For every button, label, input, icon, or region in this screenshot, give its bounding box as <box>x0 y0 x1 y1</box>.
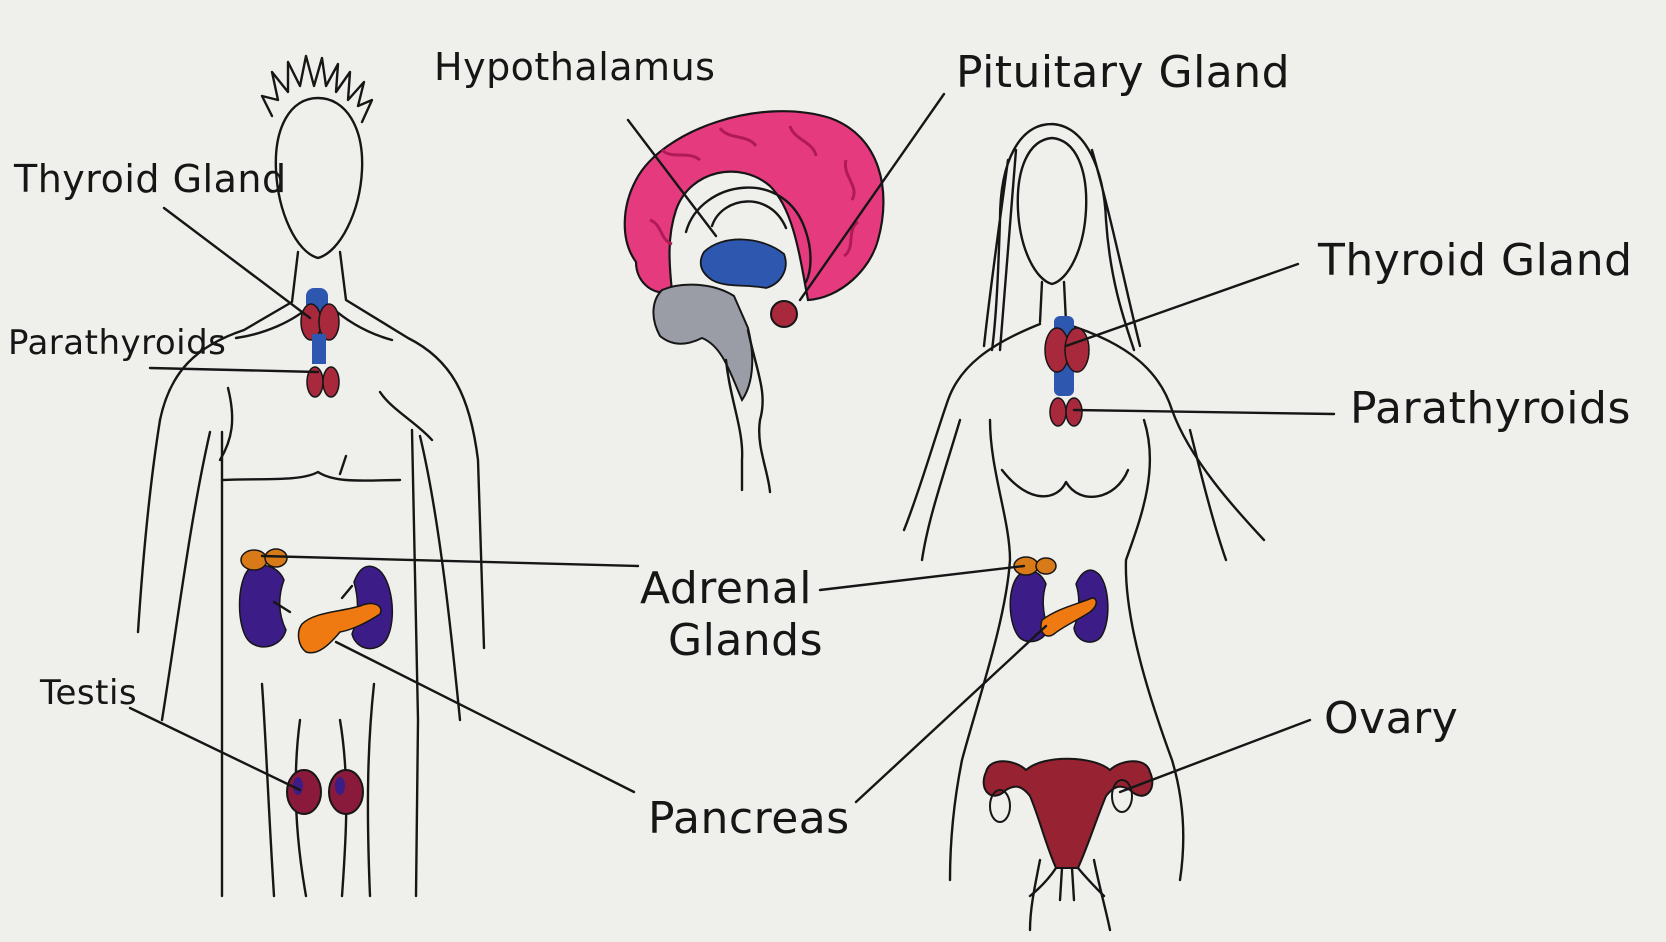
male-neck-right <box>338 250 486 650</box>
male-adrenal-glands <box>240 548 354 614</box>
leader-adrenal-male <box>260 554 640 568</box>
uterus-and-ovaries <box>982 757 1154 902</box>
female-torso-left <box>948 418 1012 882</box>
leader-male-parathyroids <box>148 366 320 374</box>
male-pancreas <box>297 602 382 654</box>
male-chest-right <box>378 390 434 442</box>
brain-cross-section <box>623 110 885 494</box>
female-parathyroids <box>1049 397 1083 427</box>
male-chest-left <box>218 386 234 462</box>
leader-adrenal-female <box>818 564 1026 592</box>
leader-pancreas-female <box>854 624 1048 804</box>
male-chest-line <box>220 470 402 482</box>
female-arm-left <box>920 418 962 562</box>
label-hypothalamus: Hypothalamus <box>434 45 716 89</box>
female-arm-right <box>1188 428 1228 562</box>
male-parathyroids <box>306 334 340 398</box>
leader-lines <box>128 92 1336 804</box>
female-torso-right <box>1124 418 1185 882</box>
pituitary-gland <box>770 300 798 328</box>
male-leg-right <box>366 682 376 898</box>
male-right-outer <box>418 434 462 722</box>
label-pancreas: Pancreas <box>648 793 850 844</box>
female-shoulder-right <box>1064 322 1266 542</box>
male-neck-left <box>158 250 300 422</box>
leader-female-thyroid <box>1064 262 1300 348</box>
male-hair <box>260 54 374 124</box>
male-left-arm <box>136 418 162 634</box>
leader-testis <box>128 706 302 792</box>
label-female-parathyroids: Parathyroids <box>1350 383 1631 434</box>
vagina <box>1028 866 1106 902</box>
male-sternum <box>338 454 348 476</box>
inner-arc <box>710 200 788 230</box>
leader-female-parathyroids <box>1072 408 1336 416</box>
ovary-left <box>989 789 1011 823</box>
label-female-thyroid-gland: Thyroid Gland <box>1318 235 1633 286</box>
label-adrenal-line1: Adrenal <box>640 563 813 614</box>
ovary-right <box>1111 779 1133 813</box>
female-adrenal-glands <box>1013 556 1057 576</box>
leader-male-thyroid <box>162 206 312 320</box>
female-thyroid-gland <box>1044 316 1090 396</box>
male-leg-left <box>260 682 276 898</box>
female-chest <box>1000 468 1130 498</box>
label-ovary: Ovary <box>1324 693 1459 744</box>
cerebrum <box>623 110 885 302</box>
male-right-inner <box>410 428 420 898</box>
female-legs <box>1028 858 1112 932</box>
brainstem <box>652 283 754 403</box>
leader-hypothalamus <box>626 118 718 238</box>
spinal-cord <box>724 328 772 494</box>
leader-pancreas-male <box>334 640 636 794</box>
female-neck <box>1038 280 1068 324</box>
female-hair <box>982 122 1142 352</box>
leader-pituitary <box>798 92 946 302</box>
male-testis <box>286 769 364 815</box>
male-thyroid-gland <box>300 288 340 341</box>
cerebrum-folds <box>649 125 860 258</box>
female-head <box>1016 136 1088 286</box>
female-pancreas <box>1040 597 1097 637</box>
male-head <box>274 96 364 260</box>
label-male-thyroid-gland: Thyroid Gland <box>14 157 287 201</box>
hypothalamus-region <box>699 238 787 289</box>
label-male-parathyroids: Parathyroids <box>8 323 227 363</box>
label-pituitary-gland: Pituitary Gland <box>956 47 1291 98</box>
male-torso-left <box>160 430 212 722</box>
label-adrenal-line2: Glands <box>668 615 824 666</box>
uterus <box>982 757 1154 869</box>
label-testis: Testis <box>40 673 138 713</box>
female-shoulder-left <box>902 322 1042 532</box>
leader-ovary <box>1118 718 1312 794</box>
corpus-callosum <box>684 186 812 284</box>
female-figure <box>902 122 1266 932</box>
